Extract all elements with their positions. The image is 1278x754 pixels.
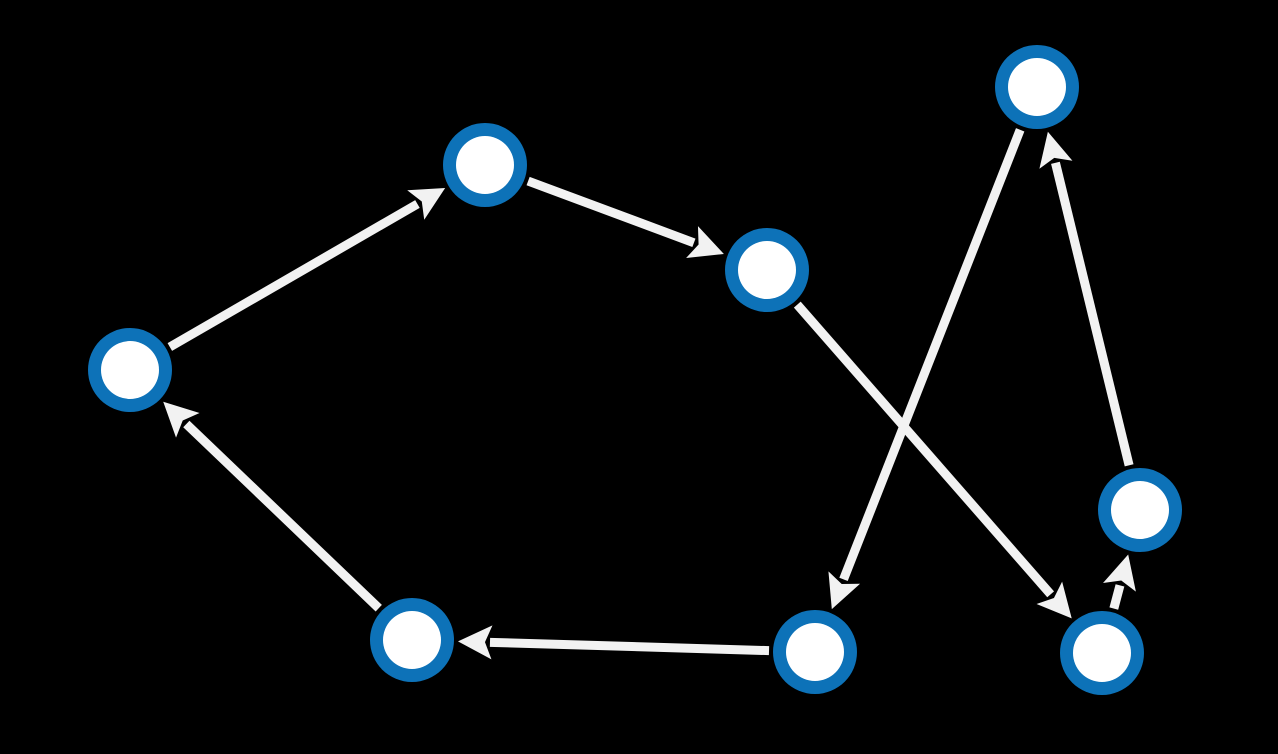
- graph-node-G[interactable]: [773, 610, 857, 694]
- node-core-D: [1008, 58, 1066, 116]
- graph-node-B[interactable]: [443, 123, 527, 207]
- node-core-B: [456, 136, 514, 194]
- arrowhead-icon-A-to-B: [407, 188, 446, 220]
- graph-edge-E-to-D: [1051, 161, 1134, 467]
- arrowhead-icon-C-to-H: [1036, 581, 1072, 619]
- graph-edge-G-to-F: [489, 637, 770, 656]
- graph-edge-A-to-B: [167, 200, 420, 351]
- node-core-H: [1073, 624, 1131, 682]
- graph-edge-H-to-E: [1109, 584, 1125, 610]
- graph-edge-D-to-G: [839, 128, 1025, 582]
- graph-node-H[interactable]: [1060, 611, 1144, 695]
- graph-node-F[interactable]: [370, 598, 454, 682]
- graph-edge-C-to-H: [793, 301, 1055, 598]
- arrowhead-icon-B-to-C: [686, 226, 724, 259]
- arrowhead-icon-E-to-D: [1039, 131, 1073, 169]
- arrowhead-icon-G-to-F: [457, 625, 493, 660]
- edge-layer: [163, 128, 1136, 660]
- node-core-E: [1111, 481, 1169, 539]
- arrowhead-icon-F-to-A: [163, 401, 200, 438]
- node-core-G: [786, 623, 844, 681]
- graph-node-D[interactable]: [995, 45, 1079, 129]
- node-core-F: [383, 611, 441, 669]
- graph-node-A[interactable]: [88, 328, 172, 412]
- node-core-A: [101, 341, 159, 399]
- arrowhead-icon-H-to-E: [1103, 554, 1136, 592]
- graph-node-C[interactable]: [725, 228, 809, 312]
- node-layer: [88, 45, 1182, 695]
- graph-edge-B-to-C: [526, 176, 696, 248]
- node-core-C: [738, 241, 796, 299]
- graph-edge-F-to-A: [183, 420, 382, 612]
- graph-node-E[interactable]: [1098, 468, 1182, 552]
- arrowhead-icon-D-to-G: [828, 571, 861, 610]
